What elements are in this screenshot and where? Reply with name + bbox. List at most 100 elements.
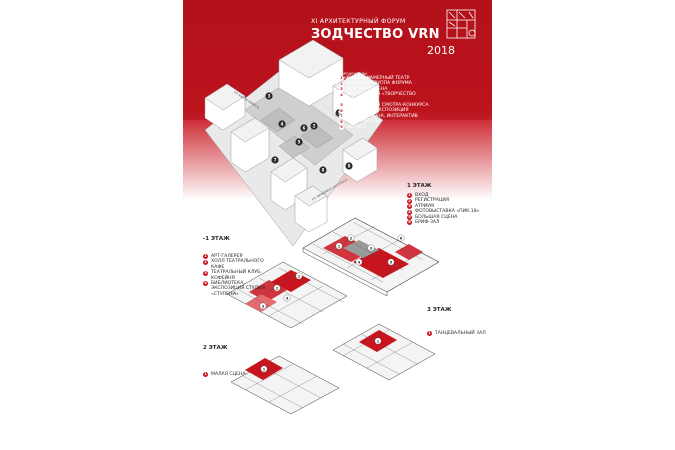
floor1-markers: 1 2 3 4 5 6 bbox=[335, 234, 405, 266]
svg-text:6: 6 bbox=[400, 236, 403, 240]
poster: 1 2 3 4 5 6 7 8 9 1 2 3 4 5 6 bbox=[183, 0, 492, 450]
floor2-title: 2 ЭТАЖ bbox=[203, 345, 228, 351]
floor1-zone-6 bbox=[395, 244, 423, 260]
legend-label: ВХОД В КАМЕРНЫЙ ТЕАТР bbox=[347, 76, 410, 81]
site-marker-4: 4 bbox=[278, 120, 286, 128]
site-marker-6: 6 bbox=[300, 124, 308, 132]
floor1-marker-4: 4 bbox=[355, 258, 363, 266]
svg-text:5: 5 bbox=[390, 260, 393, 264]
legend-label: ЭКСПОЗИЦИЯ СМОТРА-КОНКУРСА bbox=[347, 103, 429, 109]
svg-text:3: 3 bbox=[268, 94, 271, 99]
theatre-label: ВОРОНЕЖСКИЙ КАМЕРНЫЙ ТЕАТР bbox=[339, 72, 371, 80]
legend-number-badge: 2 bbox=[407, 198, 412, 204]
floor1-zone-grey bbox=[343, 240, 379, 258]
legend-number-badge: 9 bbox=[339, 124, 344, 130]
legend-number-badge: 3 bbox=[203, 270, 208, 276]
legend-number-badge: 6 bbox=[407, 220, 412, 226]
floor-minus1-zone-c bbox=[245, 294, 277, 312]
legend-label: ФОТОВЫСТАВКА «ПИК.18» bbox=[415, 209, 480, 215]
site-marker-8: 8 bbox=[319, 166, 327, 174]
floor3-plan bbox=[332, 323, 436, 381]
legend-number-badge: 1 bbox=[339, 76, 344, 82]
svg-text:6: 6 bbox=[303, 126, 306, 131]
legend-label: ДЕТСКАЯ ЗОНА, ИНТЕРАКТИВ bbox=[347, 113, 418, 119]
legend-label: ЭКСПОЗИЦИЯ «ТВОРЧЕСТВО СТУДЕНТОВ» bbox=[347, 92, 416, 103]
legend-label: ОСНОВНАЯ ЭКСПОЗИЦИЯ bbox=[347, 108, 409, 114]
legend-number-badge: 5 bbox=[339, 103, 344, 109]
svg-text:1: 1 bbox=[298, 274, 301, 278]
legend-number-badge: 3 bbox=[339, 87, 344, 93]
svg-text:1: 1 bbox=[338, 244, 341, 248]
svg-text:9: 9 bbox=[348, 164, 351, 169]
floor1-marker-5: 5 bbox=[387, 258, 395, 266]
legend-number-badge: 1 bbox=[203, 372, 208, 378]
legend-label: РЕГИСТРАЦИЯ bbox=[415, 198, 450, 204]
header-year: 2018 bbox=[427, 44, 455, 57]
floor1-title: 1 ЭТАЖ bbox=[407, 183, 432, 189]
legend-number-badge: 4 bbox=[203, 281, 208, 287]
poster-graphics: 1 2 3 4 5 6 7 8 9 1 2 3 4 5 6 bbox=[183, 0, 492, 415]
site-marker-9: 9 bbox=[345, 162, 353, 170]
legend-label: АТРИУМ bbox=[415, 203, 434, 209]
svg-text:3: 3 bbox=[370, 246, 373, 250]
floor3-marker-1: 1 bbox=[374, 337, 382, 345]
floor-minus1-markers: 1 2 3 4 bbox=[259, 272, 303, 310]
legend-number-badge: 1 bbox=[407, 193, 412, 199]
floor3-title: 3 ЭТАЖ bbox=[427, 307, 452, 313]
legend-label: ТАНЦЕВАЛЬНЫЙ ЗАЛ bbox=[435, 331, 486, 336]
site-marker-2: 2 bbox=[310, 122, 318, 130]
legend-label: БРИФ-ЗАЛ bbox=[415, 220, 440, 226]
legend-label: БИБЛИОТЕКА, ЭКСПОЗИЦИЯ СТУДИИ «СТУПЕНИ» bbox=[211, 281, 266, 297]
svg-text:8: 8 bbox=[322, 168, 325, 173]
floor-minus1-marker-4: 4 bbox=[283, 294, 291, 302]
floor1-marker-6: 6 bbox=[397, 234, 405, 242]
legend-number-badge: 4 bbox=[339, 92, 344, 98]
header-supertitle: XI АРХИТЕКТУРНЫЙ ФОРУМ bbox=[311, 18, 406, 25]
floor2-markers: 1 bbox=[260, 365, 268, 373]
svg-text:1: 1 bbox=[377, 339, 380, 343]
legend-number-badge: 1 bbox=[203, 254, 208, 260]
site-marker-3: 3 bbox=[265, 92, 273, 100]
legend-label: УЛИЧНАЯ СЦЕНА bbox=[347, 86, 388, 92]
legend-label: АРТ-ГАЛЕРЕЯ bbox=[211, 254, 243, 259]
legend-number-badge: 7 bbox=[339, 114, 344, 120]
floor1-marker-3: 3 bbox=[367, 244, 375, 252]
svg-text:2: 2 bbox=[276, 286, 279, 290]
floor1-plan bbox=[302, 217, 440, 297]
svg-text:7: 7 bbox=[274, 158, 277, 163]
svg-text:2: 2 bbox=[313, 124, 316, 129]
legend-label: ВХОД bbox=[415, 193, 429, 198]
site-plan bbox=[204, 39, 384, 247]
svg-text:4: 4 bbox=[286, 296, 289, 300]
floor1-marker-2: 2 bbox=[347, 234, 355, 242]
svg-text:3: 3 bbox=[262, 304, 265, 308]
floor-minus1-marker-1: 1 bbox=[295, 272, 303, 280]
svg-text:1: 1 bbox=[263, 367, 266, 371]
legend-number-badge: 2 bbox=[203, 259, 208, 265]
legend-number-badge: 8 bbox=[339, 119, 344, 125]
svg-text:5: 5 bbox=[298, 140, 301, 145]
legend-label: УЛИЧНАЯ ЕДА bbox=[347, 119, 381, 125]
header-title: ЗОДЧЕСТВО VRN bbox=[311, 27, 440, 42]
legend-label: БОЛЬШАЯ СЦЕНА bbox=[415, 214, 458, 220]
site-markers: 1 2 3 4 5 6 7 8 9 bbox=[265, 92, 353, 174]
forum-logo-icon bbox=[446, 9, 476, 39]
